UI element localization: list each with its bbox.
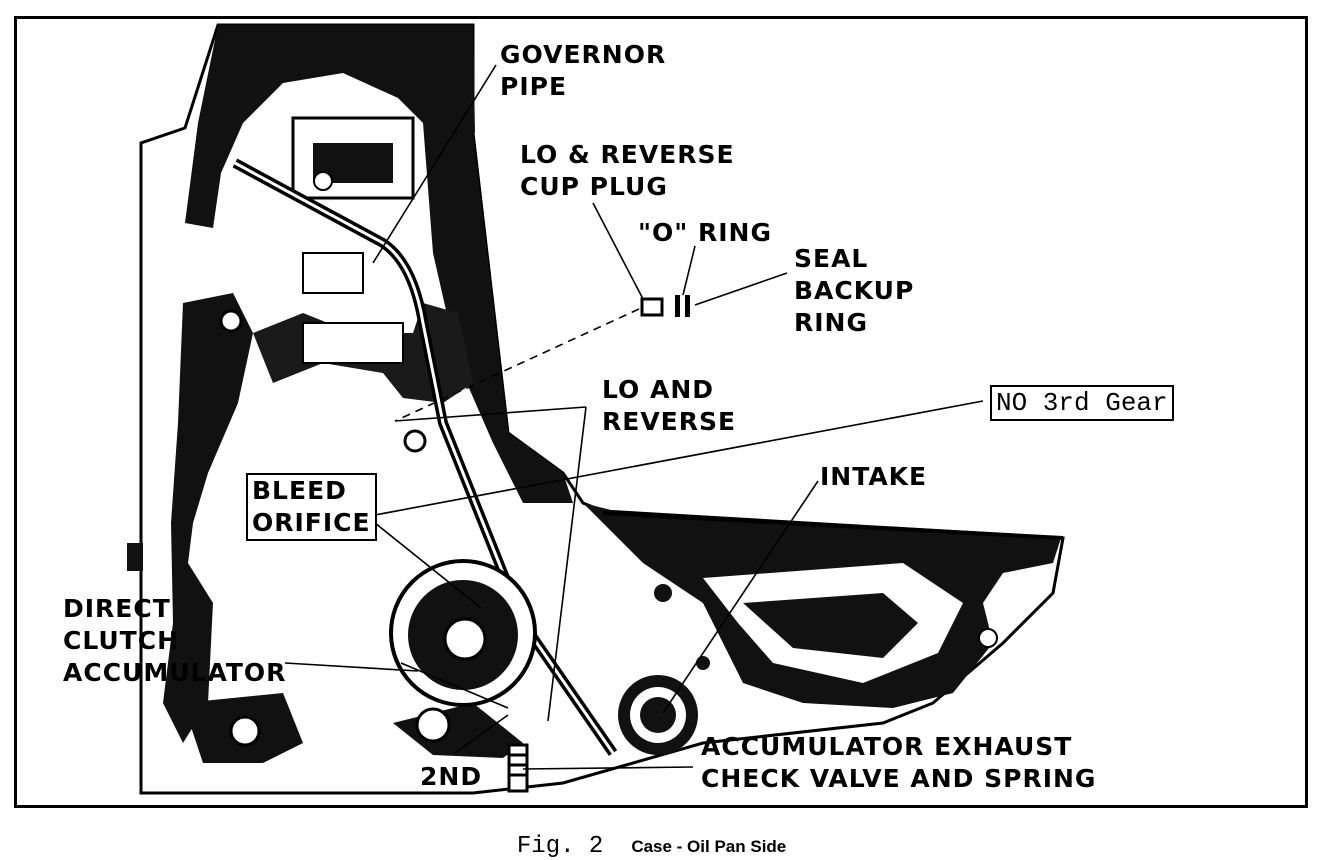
bolt-hole <box>229 715 261 747</box>
bleed-orifice-label: BLEED ORIFICE <box>246 473 377 541</box>
cup-plug <box>640 297 664 317</box>
oil-pan-shade <box>743 593 918 658</box>
bolt-hole <box>696 656 710 670</box>
check-valve-spring <box>507 743 529 793</box>
accumulator-piston <box>443 617 487 661</box>
seal-backup-ring-label: SEAL BACKUP RING <box>794 244 915 337</box>
direct-clutch-accumulator-label: DIRECT CLUTCH ACCUMULATOR <box>63 594 287 687</box>
governor-pipe-label: GOVERNOR PIPE <box>500 40 667 101</box>
bolt-hole <box>313 171 333 191</box>
second-label: 2ND <box>420 762 483 791</box>
figure-title: Case - Oil Pan Side <box>631 837 787 856</box>
intake-label: INTAKE <box>820 462 928 491</box>
no-3rd-gear-label: NO 3rd Gear <box>990 385 1174 421</box>
accumulator-exhaust-label: ACCUMULATOR EXHAUST CHECK VALVE AND SPRI… <box>701 732 1097 793</box>
bolt-hole <box>219 309 243 333</box>
leader-lines <box>284 64 984 770</box>
o-ring <box>675 295 680 317</box>
casting-window-3 <box>302 252 364 294</box>
casting-upper <box>185 25 475 228</box>
diagram-frame: GOVERNOR PIPE LO & REVERSE CUP PLUG "O" … <box>14 16 1308 808</box>
governor-pipe-highlight <box>234 161 615 754</box>
seal-backup-ring <box>685 295 690 317</box>
casting-window-4 <box>302 322 404 364</box>
lo-reverse-cup-plug-label: LO & REVERSE CUP PLUG <box>520 140 735 201</box>
casting-left-ribs <box>163 293 253 743</box>
accumulator-bolt <box>415 707 451 743</box>
transmission-case-illustration <box>127 23 1065 795</box>
oil-pan-lip <box>602 511 1064 540</box>
lo-and-reverse-label: LO AND REVERSE <box>602 375 737 436</box>
figure-number: Fig. 2 <box>516 833 604 860</box>
o-ring-label: "O" RING <box>638 218 773 247</box>
case-notch <box>127 543 143 571</box>
casting-right-wall <box>423 123 573 503</box>
bolt-hole <box>978 628 998 648</box>
figure-caption: Fig. 2 Case - Oil Pan Side <box>508 815 786 860</box>
bolt-hole <box>654 584 672 602</box>
bolt-hole <box>403 429 427 453</box>
